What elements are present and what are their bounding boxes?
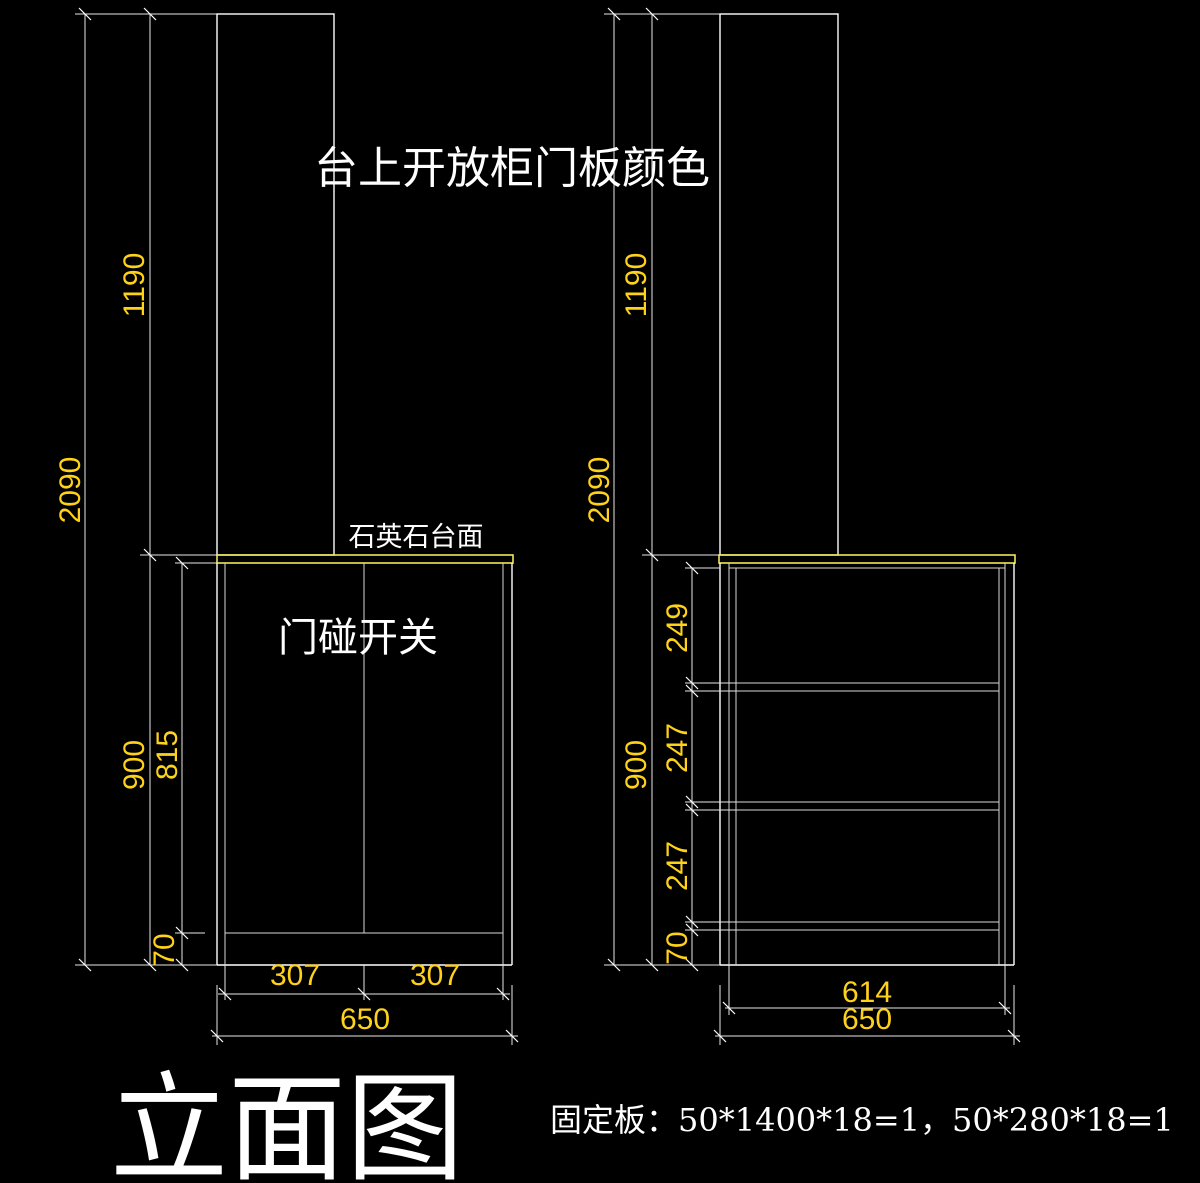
left-dim-kick-height: 70	[148, 933, 181, 966]
left-upper-cabinet	[216, 13, 335, 556]
left-dim-lower-height: 900	[118, 740, 151, 790]
right-dim-shelf-3: 247	[661, 841, 694, 891]
right-upper-cabinet	[719, 13, 839, 556]
right-countertop	[718, 554, 1016, 564]
right-dim-total-width: 650	[842, 1003, 892, 1036]
left-dim-total-width: 650	[340, 1003, 390, 1036]
left-dim-door-left-width: 307	[270, 959, 320, 992]
right-dim-shelf-2: 247	[661, 723, 694, 773]
right-dim-shelf-1: 249	[661, 603, 694, 653]
upper-cabinet-note: 台上开放柜门板颜色	[314, 143, 710, 194]
right-dim-lower-height: 900	[620, 740, 653, 790]
countertop-label: 石英石台面	[349, 522, 484, 553]
right-shelf-1	[735, 682, 1000, 692]
right-dim-total-height: 2090	[583, 457, 616, 524]
left-dim-total-height: 2090	[54, 457, 87, 524]
right-shelf-3	[735, 921, 1000, 931]
right-dim-kick-height: 70	[661, 931, 694, 964]
fixed-panel-note: 固定板：50*1400*18=1，50*280*18=1	[550, 1101, 1174, 1139]
right-dim-upper-height: 1190	[620, 253, 653, 318]
left-countertop	[216, 554, 514, 564]
door-switch-label: 门碰开关	[278, 615, 438, 661]
left-dim-upper-height: 1190	[118, 253, 151, 318]
left-elevation: 2090 1190 900 815 70 307 307 650	[54, 7, 519, 1045]
right-dim-inner-width: 614	[842, 976, 892, 1009]
right-shelf-2	[735, 801, 1000, 811]
drawing-title: 立面图	[110, 1060, 464, 1183]
left-dim-door-height: 815	[151, 730, 184, 780]
right-elevation: 2090 1190 900 249 247 247 70 614 650	[583, 7, 1021, 1045]
left-dim-door-right-width: 307	[410, 959, 460, 992]
